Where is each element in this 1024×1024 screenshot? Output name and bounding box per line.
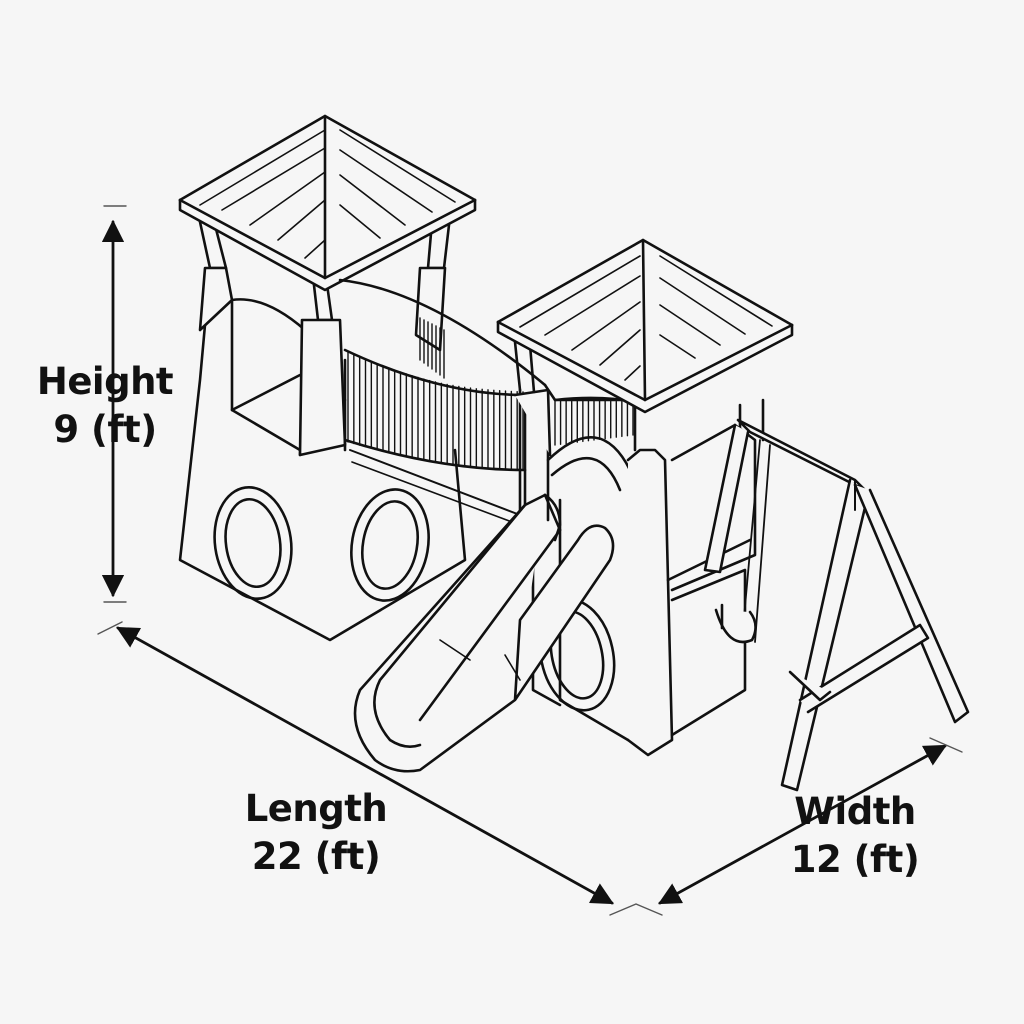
- width-name: Width: [794, 790, 916, 833]
- right-tower-roof: [496, 238, 794, 414]
- length-value: 22 (ft): [251, 835, 381, 878]
- width-dimension: [609, 737, 963, 916]
- width-label: Width 12 (ft): [780, 788, 930, 884]
- porthole-window: [213, 485, 293, 601]
- swing-seat: [714, 439, 771, 644]
- height-dimension: [101, 205, 127, 603]
- left-tower-roof: [178, 114, 477, 292]
- height-value: 9 (ft): [53, 408, 157, 451]
- swing-set: [703, 418, 970, 792]
- porthole-window: [350, 488, 430, 602]
- height-label: Height 9 (ft): [30, 358, 180, 454]
- left-tower: [178, 220, 467, 642]
- length-name: Length: [244, 787, 388, 830]
- length-dimension: [97, 621, 614, 905]
- height-name: Height: [36, 360, 174, 403]
- length-label: Length 22 (ft): [236, 785, 396, 881]
- width-value: 12 (ft): [790, 838, 920, 881]
- rope-bridge: [338, 278, 637, 526]
